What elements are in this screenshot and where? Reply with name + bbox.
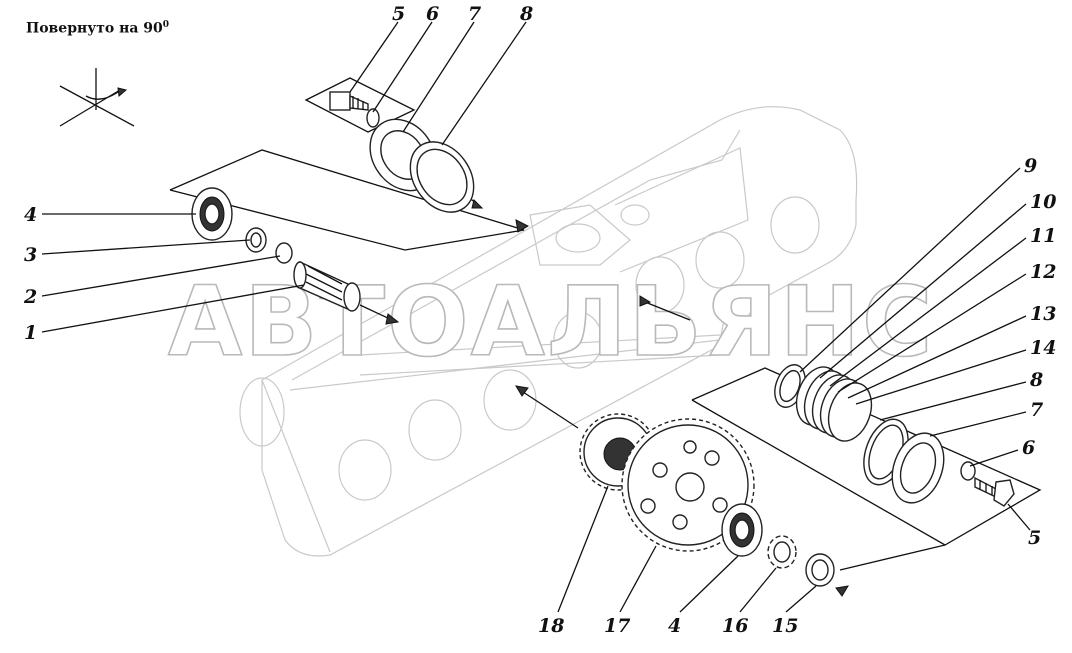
large-gear xyxy=(621,418,755,552)
washer-right xyxy=(960,461,976,481)
callout-17: 17 xyxy=(604,615,630,637)
callout-8-right: 8 xyxy=(1029,369,1043,391)
callout-10: 10 xyxy=(1030,191,1056,213)
callout-4-left: 4 xyxy=(24,204,37,226)
callout-8-top: 8 xyxy=(519,3,533,25)
callout-11: 11 xyxy=(1030,225,1056,247)
bolt-right xyxy=(974,476,1015,507)
seal-ring-stack xyxy=(774,364,873,442)
callout-5-right: 5 xyxy=(1028,527,1041,549)
callout-14: 14 xyxy=(1030,337,1056,359)
callout-18: 18 xyxy=(538,615,564,637)
bolt-top xyxy=(329,91,369,111)
callout-6-right: 6 xyxy=(1022,437,1035,459)
gasket-top xyxy=(409,141,475,213)
cover-right xyxy=(891,432,945,504)
ring-left xyxy=(245,227,267,253)
rotation-note-text: Повернуто на 90 xyxy=(26,20,163,37)
callout-2: 2 xyxy=(23,286,37,308)
bearing-bottom xyxy=(721,503,763,557)
callout-12: 12 xyxy=(1030,261,1056,283)
leader-lines xyxy=(41,21,1031,613)
callout-labels: 5 6 7 8 4 3 2 1 9 10 11 12 13 14 8 7 6 5… xyxy=(23,3,1056,637)
callout-5-top: 5 xyxy=(392,3,405,25)
splined-shaft xyxy=(293,260,400,325)
callout-4-bottom: 4 xyxy=(668,615,681,637)
callout-6-top: 6 xyxy=(426,3,439,25)
callout-9: 9 xyxy=(1024,155,1037,177)
callout-7-top: 7 xyxy=(468,3,481,25)
callout-1: 1 xyxy=(24,322,37,344)
degree-sign: 0 xyxy=(162,20,170,30)
bearing-left xyxy=(191,187,233,241)
rotation-note: Повернуто на 900 xyxy=(26,20,169,37)
washer-top xyxy=(366,108,380,128)
lock-washer xyxy=(767,535,797,569)
round-nut xyxy=(805,553,835,587)
watermark-text: АВТОАЛЬЯНС xyxy=(168,266,934,378)
snap-ring xyxy=(275,242,293,264)
right-group-bracket xyxy=(515,295,1042,597)
callout-3: 3 xyxy=(24,244,37,266)
callout-13: 13 xyxy=(1030,303,1056,325)
callout-7-right: 7 xyxy=(1030,399,1043,421)
rotation-symbol-icon xyxy=(59,68,135,127)
callout-16: 16 xyxy=(722,615,748,637)
callout-15: 15 xyxy=(772,615,798,637)
